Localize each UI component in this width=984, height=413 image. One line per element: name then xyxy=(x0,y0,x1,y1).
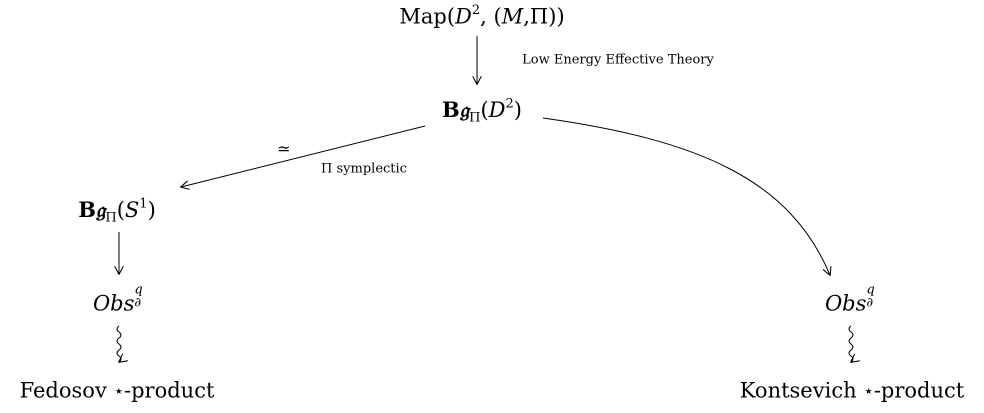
node-bg-disk: B𝔤Π(D2) xyxy=(442,96,522,126)
label-pi-symplectic: Π symplectic xyxy=(321,161,407,177)
node-bg-circle: B𝔤Π(S1) xyxy=(78,196,156,226)
arrow-bg-disk-to-bg-circle xyxy=(181,125,426,187)
label-low-energy: Low Energy Effective Theory xyxy=(522,52,714,68)
node-fedosov: Fedosov ⋆-product xyxy=(19,378,215,403)
node-map: Map(D2, (M,Π)) xyxy=(399,2,565,29)
label-simeq: ≃ xyxy=(277,139,291,158)
arrow-bg-disk-to-obs-right xyxy=(542,117,830,275)
squiggle-obs-right-to-kontsevich xyxy=(848,325,853,362)
node-kontsevich: Kontsevich ⋆-product xyxy=(739,378,965,403)
squiggle-obs-left-to-fedosov xyxy=(116,325,121,362)
